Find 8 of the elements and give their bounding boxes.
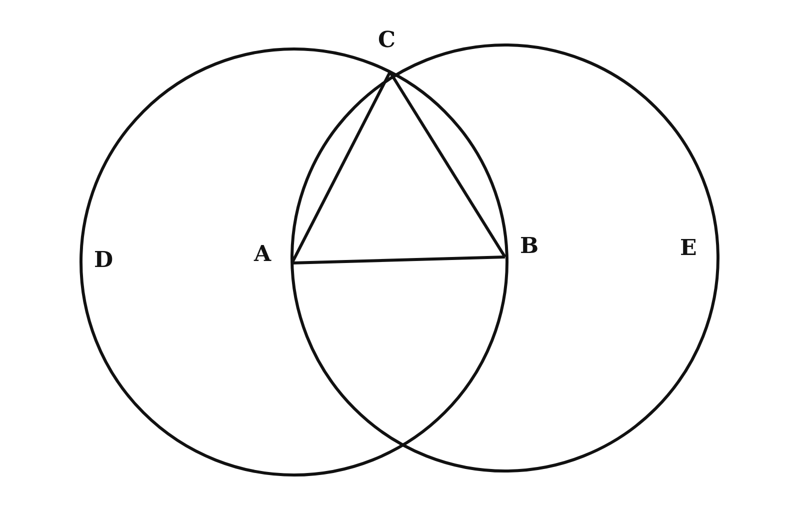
point-label: E — [680, 236, 697, 260]
point-label: D — [94, 248, 114, 272]
triangle-side — [292, 256, 506, 264]
vertex-label: A — [254, 242, 272, 266]
vertex-label: C — [378, 28, 396, 52]
triangle-side — [290, 71, 392, 264]
triangle-side — [388, 71, 506, 258]
vertex-label: B — [520, 234, 539, 258]
